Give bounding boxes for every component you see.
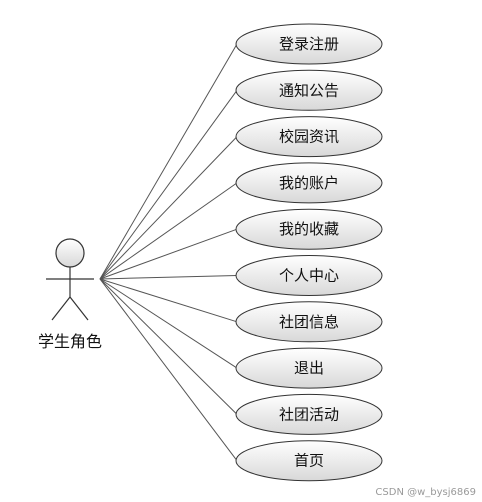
association-line [99,278,238,462]
use-case-ellipse [235,255,383,296]
use-case: 我的收藏 [235,208,383,250]
use-case-label: 登录注册 [279,35,339,53]
use-case-ellipse [235,208,383,250]
use-case-label: 首页 [294,452,324,470]
use-case-ellipse [235,393,383,435]
association-lines [99,43,238,462]
use-case-label: 个人中心 [279,267,339,285]
association-line [99,90,238,280]
actor-head [55,238,85,268]
association-line [99,43,238,280]
use-case-label: 退出 [294,359,324,377]
use-case: 登录注册 [235,23,383,65]
use-case-label: 通知公告 [279,81,339,99]
association-line [99,278,238,323]
use-case-ellipse [235,162,383,204]
use-case-ellipse [235,301,383,343]
use-case: 退出 [235,347,383,389]
use-case: 我的账户 [235,162,383,204]
association-line [99,228,238,280]
use-case-ellipse [235,69,383,111]
use-case-label: 校园资讯 [279,128,339,146]
use-case: 首页 [235,440,383,482]
use-case: 通知公告 [235,69,383,111]
use-case-ellipse [235,347,383,389]
use-case-label: 社团活动 [279,405,339,423]
watermark: CSDN @w_bysj6869 [375,487,476,498]
use-case: 社团信息 [235,301,383,343]
association-line [99,278,238,369]
use-case-label: 我的收藏 [279,220,339,238]
use-case: 社团活动 [235,393,383,435]
use-case-ellipse [235,440,383,482]
association-line [99,275,238,280]
use-case-label: 社团信息 [279,313,339,331]
use-case: 校园资讯 [235,116,383,158]
association-line [99,136,238,280]
actor-right-leg [69,296,89,321]
use-case: 个人中心 [235,255,383,296]
actor-left-leg [51,296,71,321]
use-case-ellipse [235,23,383,65]
association-line [99,182,238,280]
association-line [99,278,238,415]
actor-label: 学生角色 [38,332,102,351]
actor-figure [46,238,94,321]
use-case-ellipse [235,116,383,158]
use-case-label: 我的账户 [279,174,339,192]
